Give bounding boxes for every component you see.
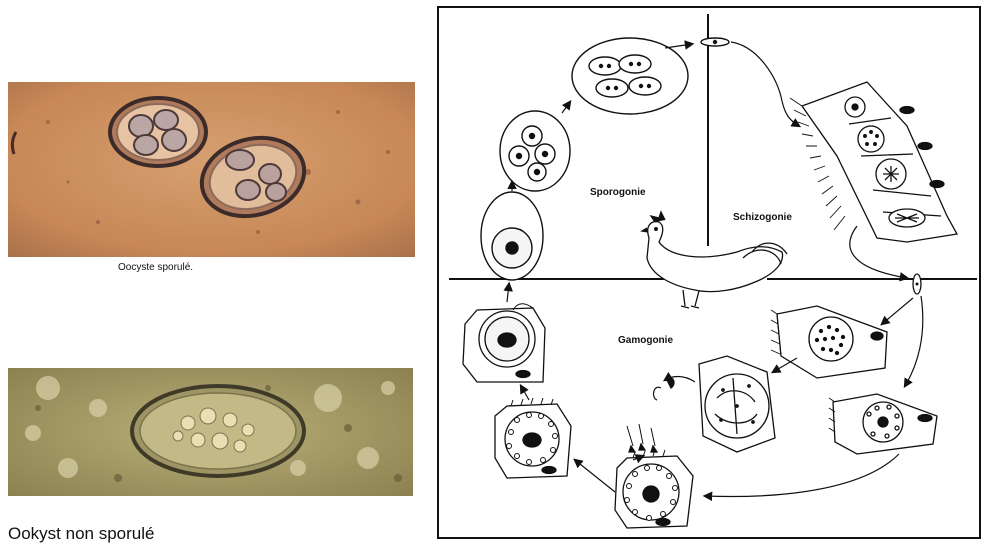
sporogony-label: Sporogonie [590, 187, 646, 198]
oocyst-sporulated [572, 38, 688, 114]
sporulated-oocyst-photo [8, 82, 415, 257]
sporulated-oocyst-caption: Oocyste sporulé. [118, 262, 193, 273]
schizogony-label: Schizogonie [733, 212, 792, 223]
eimeria-life-cycle-diagram: Sporogonie Schizogonie Gamogonie [437, 6, 983, 542]
unsporulated-oocyst-photo [8, 368, 413, 496]
gamogony-label: Gamogonie [618, 335, 673, 346]
unsporulated-oocyst-caption: Ookyst non sporulé [8, 524, 154, 544]
